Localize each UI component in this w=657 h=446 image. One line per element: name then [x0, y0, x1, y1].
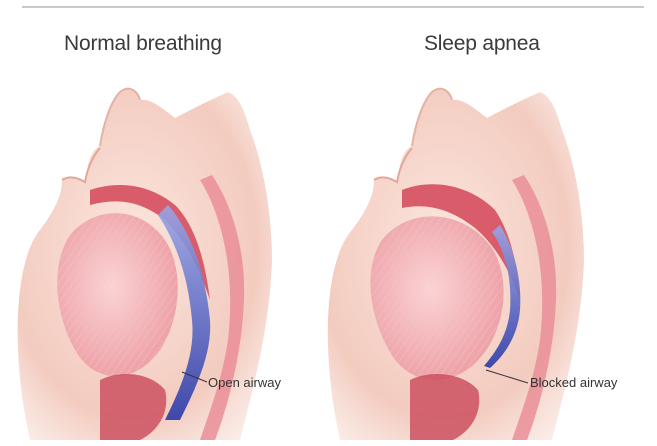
blocked-airway-label: Blocked airway	[530, 375, 617, 390]
open-airway-label: Open airway	[208, 375, 281, 390]
